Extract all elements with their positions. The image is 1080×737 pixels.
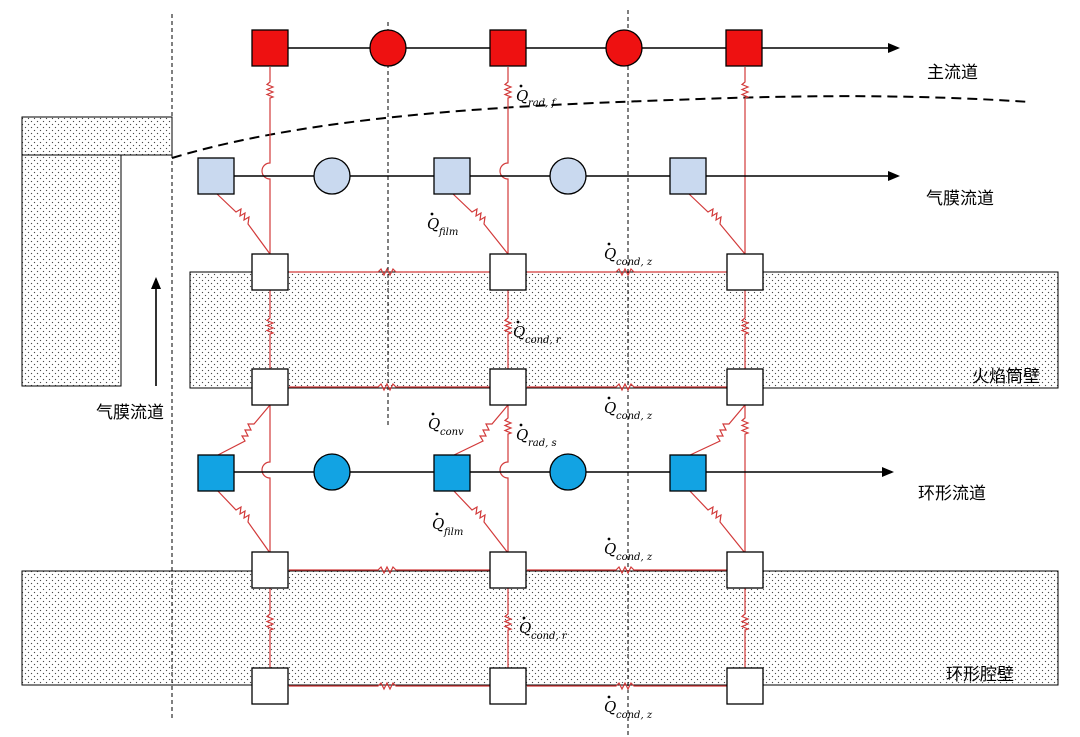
- svg-text:Q: Q: [516, 87, 528, 105]
- wire-annular-col3: [740, 405, 750, 553]
- annular-node-square-3: [669, 454, 707, 492]
- wire-casing-radial-2: [503, 588, 513, 668]
- svg-text:film: film: [438, 227, 458, 238]
- label-liner-wall: 火焰筒壁: [972, 367, 1040, 387]
- annular-node-circle-2: [549, 453, 587, 491]
- main-node-square-3: [725, 29, 763, 67]
- svg-text:cond, z: cond, z: [616, 710, 653, 721]
- film-node-square-1: [197, 157, 235, 195]
- svg-text:cond, z: cond, z: [616, 411, 653, 422]
- wire-conv-3: [687, 404, 746, 457]
- casing-inner-node-2: [489, 667, 527, 705]
- wire-main-col1: [261, 67, 275, 254]
- heat-term-rad-f: Q rad, f: [516, 84, 558, 109]
- film-node-square-3: [669, 157, 707, 195]
- svg-text:Q: Q: [604, 399, 616, 417]
- heat-term-cond-r-1: Q cond, r: [513, 320, 562, 346]
- wire-film-upper-1: [215, 192, 271, 255]
- svg-text:Q: Q: [513, 323, 525, 341]
- svg-text:Q: Q: [604, 245, 616, 263]
- heat-term-cond-r-2: Q cond, r: [519, 616, 568, 642]
- svg-text:rad, s: rad, s: [528, 438, 557, 449]
- label-main-channel: 主流道: [927, 63, 978, 83]
- svg-text:cond, r: cond, r: [525, 335, 562, 346]
- wire-conv-2: [451, 404, 509, 457]
- casing-inner-node-3: [726, 667, 764, 705]
- casing-outer-node-1: [251, 551, 289, 589]
- liner-inner-node-3: [726, 368, 764, 406]
- wire-film-upper-3: [687, 192, 746, 255]
- liner-outer-node-1: [251, 253, 289, 291]
- svg-text:cond, r: cond, r: [531, 631, 568, 642]
- film-lip-body: [21, 154, 122, 387]
- wire-liner-bottom: [289, 382, 727, 392]
- heat-term-film-lower: Q film: [432, 512, 463, 538]
- heat-term-cond-z-1: Q cond, z: [604, 242, 653, 268]
- wire-film-upper-2: [451, 192, 509, 255]
- svg-text:Q: Q: [432, 515, 444, 533]
- wire-casing-radial-1: [265, 588, 275, 668]
- svg-text:Q: Q: [428, 415, 440, 433]
- wire-film-lower-2: [451, 488, 509, 554]
- wire-conv-1: [215, 404, 271, 457]
- svg-text:cond, z: cond, z: [616, 552, 653, 563]
- film-node-circle-1: [313, 157, 351, 195]
- wire-main-col3: [740, 67, 750, 254]
- film-lip-top: [21, 116, 173, 156]
- main-node-square-1: [251, 29, 289, 67]
- label-annular-channel: 环形流道: [918, 484, 986, 504]
- label-film-channel: 气膜流道: [926, 189, 994, 209]
- liner-wall-band: [189, 271, 1059, 389]
- resistance-network: [215, 67, 750, 691]
- film-node-square-2: [433, 157, 471, 195]
- wire-annular-col1: [261, 405, 271, 553]
- main-node-circle-1: [369, 29, 407, 67]
- svg-text:film: film: [443, 527, 463, 538]
- svg-text:Q: Q: [604, 698, 616, 716]
- svg-text:cond, z: cond, z: [616, 257, 653, 268]
- liner-outer-node-2: [489, 253, 527, 291]
- casing-outer-node-2: [489, 551, 527, 589]
- liner-inner-node-1: [251, 368, 289, 406]
- wire-liner-radial-3: [740, 290, 750, 370]
- casing-outer-node-3: [726, 551, 764, 589]
- wire-annular-col2: [499, 405, 513, 553]
- label-casing-wall: 环形腔壁: [946, 665, 1014, 685]
- svg-text:Q: Q: [519, 619, 531, 637]
- wire-casing-radial-3: [740, 588, 750, 668]
- annular-node-circle-1: [313, 453, 351, 491]
- heat-term-film-upper: Q film: [427, 212, 458, 238]
- heat-term-cond-z-4: Q cond, z: [604, 695, 653, 721]
- annular-node-square-1: [197, 454, 235, 492]
- wire-film-lower-3: [687, 488, 746, 554]
- wire-casing-top: [289, 565, 727, 575]
- svg-text:conv: conv: [440, 427, 464, 438]
- svg-text:rad, f: rad, f: [528, 98, 558, 109]
- annular-node-square-2: [433, 454, 471, 492]
- label-film-channel-left: 气膜流道: [96, 403, 164, 423]
- wire-film-lower-1: [215, 488, 271, 554]
- svg-text:Q: Q: [516, 426, 528, 444]
- casing-inner-node-1: [251, 667, 289, 705]
- liner-inner-node-2: [489, 368, 527, 406]
- casing-wall-band: [21, 570, 1059, 686]
- svg-text:Q: Q: [427, 215, 439, 233]
- wire-liner-radial-2: [503, 290, 513, 370]
- heat-term-cond-z-2: Q cond, z: [604, 396, 653, 422]
- svg-text:Q: Q: [604, 540, 616, 558]
- heat-term-conv: Q conv: [428, 412, 464, 438]
- wire-liner-top: [289, 267, 727, 277]
- wire-liner-radial-1: [265, 290, 275, 370]
- film-node-circle-2: [549, 157, 587, 195]
- main-node-square-2: [489, 29, 527, 67]
- film-boundary-curve: [171, 95, 1031, 159]
- heat-term-cond-z-3: Q cond, z: [604, 537, 653, 563]
- liner-outer-node-3: [726, 253, 764, 291]
- wire-casing-bottom: [289, 681, 727, 691]
- main-node-circle-2: [605, 29, 643, 67]
- heat-term-rad-s: Q rad, s: [516, 423, 557, 449]
- wire-main-col2: [499, 67, 513, 254]
